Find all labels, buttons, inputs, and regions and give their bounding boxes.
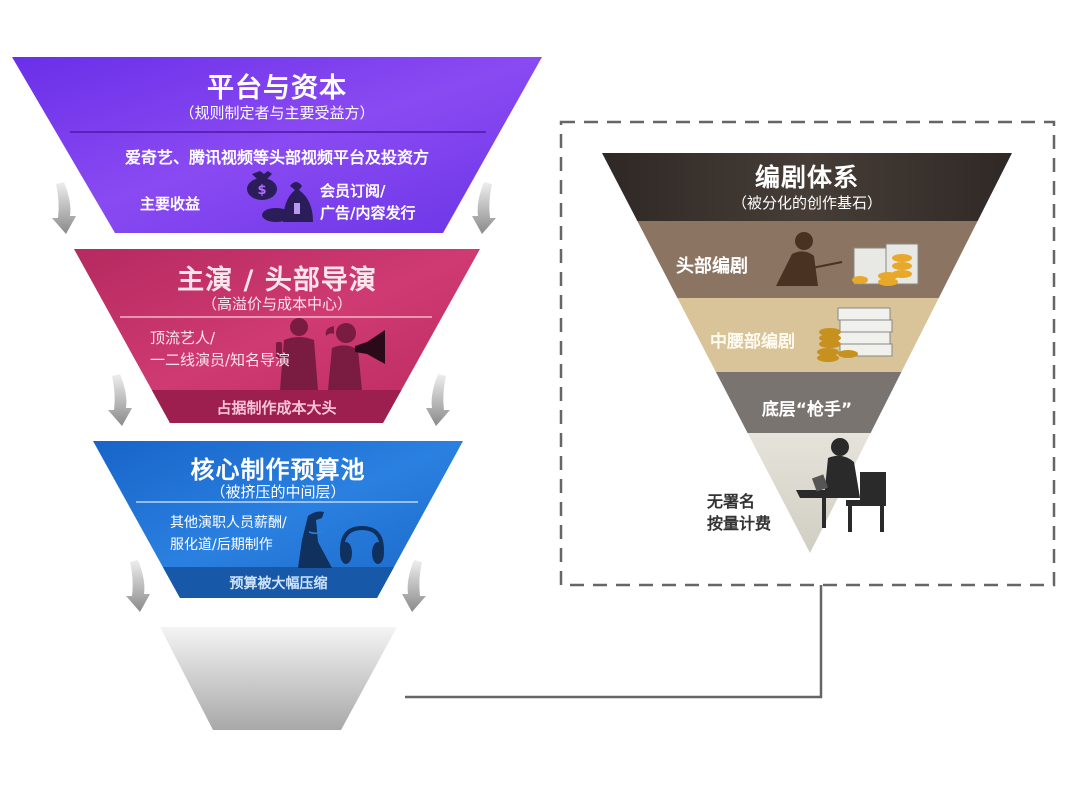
tier3-subtitle: （被挤压的中间层）	[210, 483, 346, 501]
writer-with-money-icon	[776, 232, 919, 286]
flow-arrow-icon	[52, 182, 496, 612]
revenue-sources-line1: 会员订阅/	[320, 182, 386, 200]
tier2-band-label: 占据制作成本大头	[216, 399, 337, 417]
tier3-title: 核心制作预算池	[190, 456, 366, 484]
level-anonymous-note: 无署名 按量计费	[707, 491, 771, 535]
tier2-members-line2: 一二线演员/知名导演	[150, 351, 291, 369]
tier1-subtitle: （规则制定者与主要受益方）	[179, 104, 375, 122]
writer-system-title: 编剧体系	[754, 163, 859, 192]
tier-bottom-remainder	[160, 627, 397, 730]
tier3-band-label: 预算被大幅压缩	[229, 576, 328, 592]
tier3-members-line2: 服化道/后期制作	[170, 537, 273, 553]
actor-director-silhouette-icon	[276, 318, 385, 390]
connector-line	[405, 585, 823, 699]
tier2-subtitle: （高溢价与成本中心）	[201, 295, 352, 313]
level-ghostwriters: 底层“枪手”	[761, 400, 853, 420]
level-mid-writers: 中腰部编剧	[710, 332, 795, 352]
money-bags-icon: $	[247, 171, 313, 222]
tier1-description: 爱奇艺、腾讯视频等头部视频平台及投资方	[124, 148, 429, 167]
tier1-title: 平台与资本	[207, 73, 347, 104]
tier1-revenue-sources: 会员订阅/ 广告/内容发行	[320, 180, 415, 224]
tier2-title: 主演 / 头部导演	[177, 265, 377, 296]
anonymous-line2: 按量计费	[707, 514, 772, 533]
writer-system-dashed-box	[559, 120, 1056, 587]
tier3-members-line1: 其他演职人员薪酬/	[170, 515, 287, 531]
tier2-members: 顶流艺人/ 一二线演员/知名导演	[150, 327, 290, 371]
costume-headphones-icon	[298, 511, 384, 568]
tier3-members: 其他演职人员薪酬/ 服化道/后期制作	[170, 512, 287, 556]
coins-and-scripts-icon	[817, 307, 893, 362]
svg-text:$: $	[257, 183, 266, 198]
level-head-writers: 头部编剧	[676, 256, 748, 277]
tier-platform-capital	[12, 57, 542, 233]
anonymous-line1: 无署名	[707, 492, 756, 511]
tier1-revenue-label: 主要收益	[140, 195, 201, 213]
writer-system-subtitle: （被分化的创作基石）	[731, 194, 882, 212]
typing-writer-silhouette-icon	[796, 438, 886, 532]
tier2-members-line1: 顶流艺人/	[150, 329, 216, 347]
revenue-sources-line2: 广告/内容发行	[320, 204, 416, 222]
